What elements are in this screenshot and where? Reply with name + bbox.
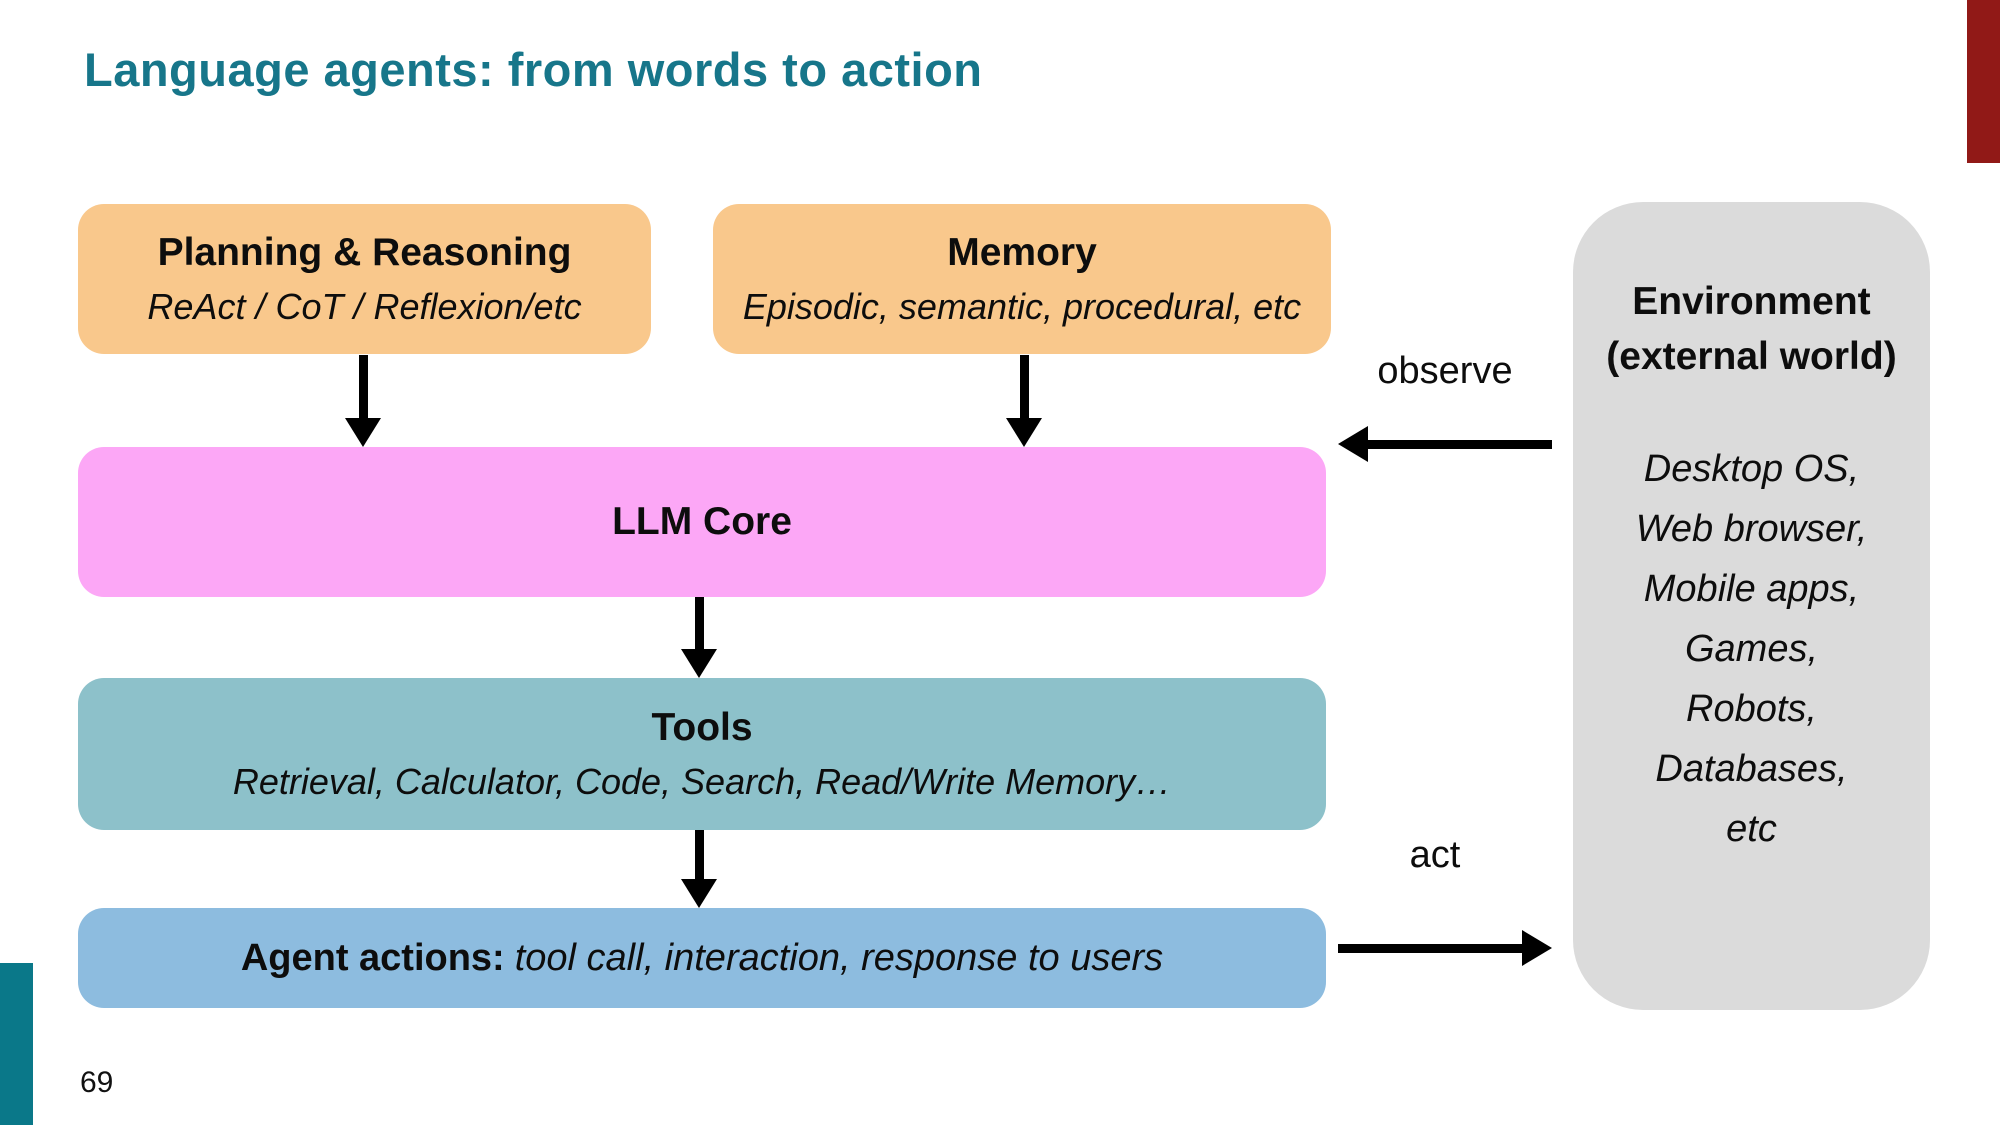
llm-core-box: LLM Core xyxy=(78,447,1326,597)
arrow-memory-to-llm-core xyxy=(1006,355,1042,447)
environment-items: Desktop OS, Web browser, Mobile apps, Ga… xyxy=(1636,439,1868,859)
arrow-shaft xyxy=(358,355,368,418)
agent-actions-box: Agent actions:tool call, interaction, re… xyxy=(78,908,1326,1008)
environment-title-line2: (external world) xyxy=(1606,335,1897,379)
arrow-head-right-icon xyxy=(1522,930,1552,966)
environment-item: Robots, xyxy=(1686,687,1817,730)
arrow-head-down-icon xyxy=(681,649,717,678)
environment-item: Games, xyxy=(1684,627,1819,670)
memory-box: Memory Episodic, semantic, procedural, e… xyxy=(713,204,1331,354)
planning-reasoning-box: Planning & Reasoning ReAct / CoT / Refle… xyxy=(78,204,651,354)
planning-reasoning-title: Planning & Reasoning xyxy=(157,231,572,275)
arrow-shaft xyxy=(1338,943,1522,953)
arrow-head-down-icon xyxy=(681,879,717,908)
tools-title: Tools xyxy=(651,706,753,750)
arrow-head-down-icon xyxy=(1006,418,1042,447)
arrow-shaft xyxy=(694,830,704,879)
page-number: 69 xyxy=(80,1066,114,1099)
arrow-shaft xyxy=(694,597,704,649)
arrow-agent-actions-to-environment-act xyxy=(1338,930,1552,966)
memory-subtitle: Episodic, semantic, procedural, etc xyxy=(742,285,1302,327)
agent-actions-label-bold: Agent actions: xyxy=(240,936,505,979)
environment-item: Desktop OS, xyxy=(1643,447,1860,490)
tools-box: Tools Retrieval, Calculator, Code, Searc… xyxy=(78,678,1326,830)
environment-title: Environment (external world) xyxy=(1606,274,1896,385)
environment-item: etc xyxy=(1726,807,1777,850)
arrow-head-left-icon xyxy=(1338,426,1368,462)
accent-bar-bottom-left xyxy=(0,963,33,1125)
arrow-environment-to-llm-core-observe xyxy=(1338,426,1552,462)
tools-subtitle: Retrieval, Calculator, Code, Search, Rea… xyxy=(232,760,1172,802)
agent-actions-label-italic: tool call, interaction, response to user… xyxy=(514,936,1164,979)
observe-label: observe xyxy=(1377,350,1513,392)
act-label: act xyxy=(1409,834,1461,876)
environment-item: Databases, xyxy=(1655,747,1848,790)
arrow-llm-core-to-tools xyxy=(681,597,717,678)
environment-title-line1: Environment xyxy=(1632,280,1871,323)
arrow-planning-to-llm-core xyxy=(345,355,381,447)
planning-reasoning-subtitle: ReAct / CoT / Reflexion/etc xyxy=(147,285,582,327)
accent-bar-top-right xyxy=(1967,0,2000,163)
environment-item: Mobile apps, xyxy=(1643,567,1860,610)
agent-actions-label: Agent actions:tool call, interaction, re… xyxy=(241,937,1163,980)
environment-item: Web browser, xyxy=(1635,507,1868,550)
arrow-shaft xyxy=(1019,355,1029,418)
environment-box: Environment (external world) Desktop OS,… xyxy=(1573,202,1930,1010)
memory-title: Memory xyxy=(947,231,1097,275)
arrow-head-down-icon xyxy=(345,418,381,447)
llm-core-title: LLM Core xyxy=(612,499,792,543)
slide-title: Language agents: from words to action xyxy=(84,43,983,96)
arrow-tools-to-agent-actions xyxy=(681,830,717,908)
arrow-shaft xyxy=(1368,439,1552,449)
